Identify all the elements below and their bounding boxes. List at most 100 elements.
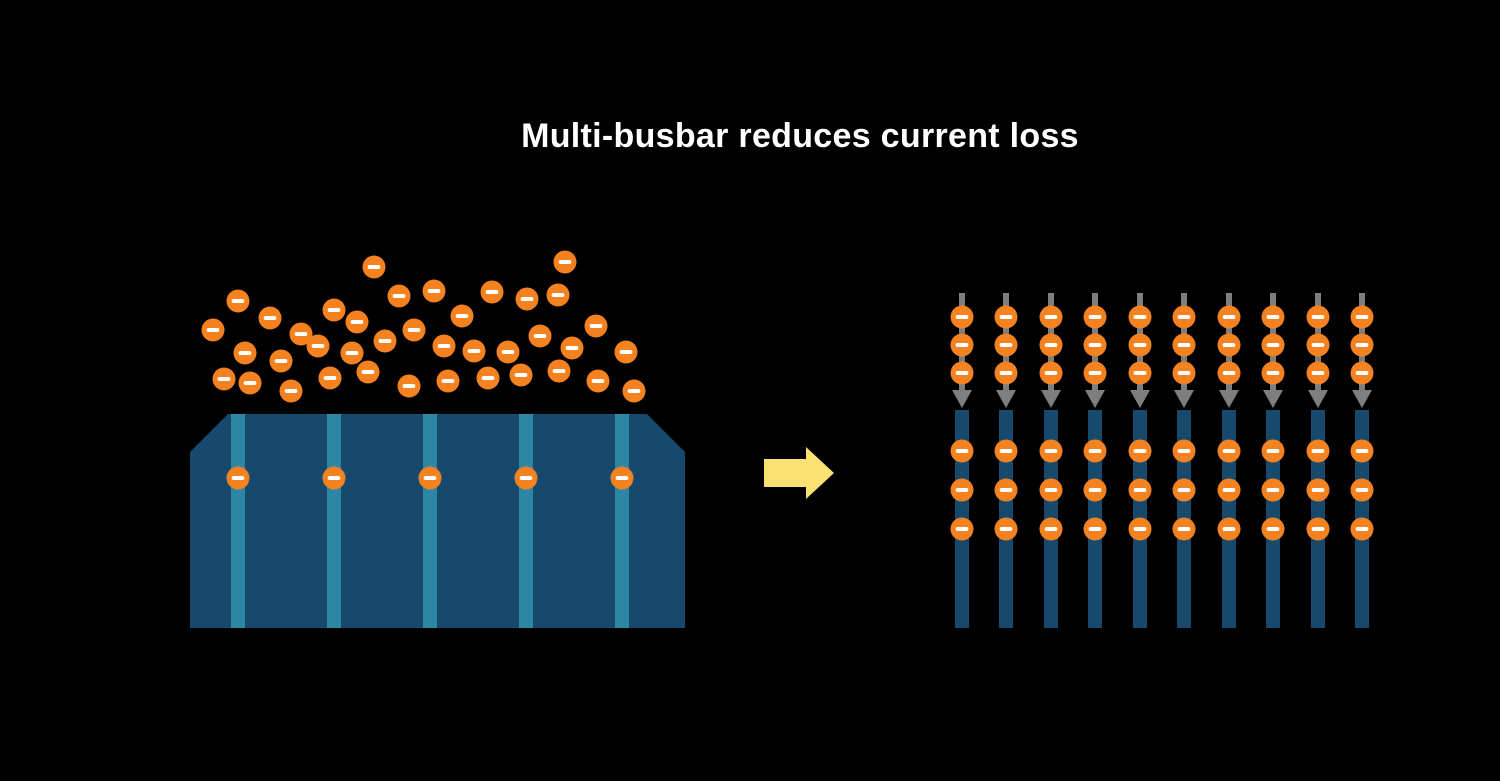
electron-icon: [436, 369, 460, 393]
electron-icon: [1039, 478, 1063, 502]
electron-icon: [1350, 439, 1374, 463]
electron-icon: [1350, 305, 1374, 329]
electron-icon: [212, 367, 236, 391]
electron-icon: [1083, 361, 1107, 385]
standard-cell-group: [190, 250, 685, 628]
electron-icon: [1261, 305, 1285, 329]
electron-icon: [1350, 517, 1374, 541]
electron-icon: [1172, 478, 1196, 502]
electron-icon: [306, 334, 330, 358]
electron-icon: [1083, 478, 1107, 502]
electron-icon: [1261, 478, 1285, 502]
electron-icon: [387, 284, 411, 308]
electron-icon: [1083, 439, 1107, 463]
electron-icon: [269, 349, 293, 373]
electron-icon: [1306, 517, 1330, 541]
electron-icon: [1128, 361, 1152, 385]
electron-icon: [418, 466, 442, 490]
electron-icon: [1039, 439, 1063, 463]
busbar-stripe: [423, 414, 437, 628]
electron-icon: [1083, 305, 1107, 329]
electron-icon: [1261, 439, 1285, 463]
electron-icon: [1306, 305, 1330, 329]
electron-icon: [1039, 305, 1063, 329]
busbar-stripe: [519, 414, 533, 628]
electron-icon: [480, 280, 504, 304]
electron-icon: [356, 360, 380, 384]
electron-icon: [1172, 517, 1196, 541]
electron-icon: [553, 250, 577, 274]
page-title: Multi-busbar reduces current loss: [521, 117, 1079, 155]
electron-icon: [496, 340, 520, 364]
electron-icon: [318, 366, 342, 390]
electron-icon: [1261, 517, 1285, 541]
electron-icon: [560, 336, 584, 360]
electron-icon: [546, 283, 570, 307]
busbar-stripe: [615, 414, 629, 628]
electron-icon: [1083, 333, 1107, 357]
electron-icon: [201, 318, 225, 342]
electron-icon: [994, 333, 1018, 357]
electron-icon: [1306, 478, 1330, 502]
electron-icon: [402, 318, 426, 342]
busbar-stripe: [231, 414, 245, 628]
electron-icon: [1039, 361, 1063, 385]
electron-icon: [1217, 439, 1241, 463]
electron-icon: [450, 304, 474, 328]
electron-icon: [1261, 361, 1285, 385]
electron-icon: [950, 478, 974, 502]
electron-icon: [462, 339, 486, 363]
electron-icon: [584, 314, 608, 338]
electron-icon: [614, 340, 638, 364]
electron-icon: [373, 329, 397, 353]
electron-icon: [1217, 361, 1241, 385]
electron-icon: [422, 279, 446, 303]
electron-icon: [547, 359, 571, 383]
electron-icon: [226, 289, 250, 313]
electron-icon: [528, 324, 552, 348]
electron-icon: [1039, 333, 1063, 357]
electron-icon: [1350, 361, 1374, 385]
electron-icon: [1128, 517, 1152, 541]
electron-icon: [1172, 333, 1196, 357]
electron-icon: [509, 363, 533, 387]
electron-icon: [1217, 517, 1241, 541]
electron-icon: [1261, 333, 1285, 357]
electron-icon: [362, 255, 386, 279]
electron-icon: [1217, 305, 1241, 329]
electron-icon: [1172, 439, 1196, 463]
electron-icon: [994, 305, 1018, 329]
right-arrow-icon: [764, 447, 834, 499]
electron-icon: [1172, 305, 1196, 329]
electron-icon: [950, 305, 974, 329]
electron-icon: [1306, 333, 1330, 357]
electron-icon: [1128, 333, 1152, 357]
electron-icon: [289, 322, 313, 346]
electron-icon: [432, 334, 456, 358]
electron-icon: [397, 374, 421, 398]
electron-icon: [950, 517, 974, 541]
electron-icon: [1039, 517, 1063, 541]
electron-icon: [586, 369, 610, 393]
electron-icon: [345, 310, 369, 334]
electron-icon: [994, 517, 1018, 541]
electron-icon: [950, 333, 974, 357]
electron-icon: [622, 379, 646, 403]
electron-icon: [279, 379, 303, 403]
multi-busbar-group: [950, 293, 1374, 628]
electron-icon: [950, 439, 974, 463]
electron-icon: [994, 439, 1018, 463]
cell-body: [190, 414, 685, 628]
electron-icon: [340, 341, 364, 365]
electron-icon: [1083, 517, 1107, 541]
electron-icon: [1350, 478, 1374, 502]
electron-icon: [1128, 305, 1152, 329]
electron-icon: [514, 466, 538, 490]
electron-icon: [1350, 333, 1374, 357]
electron-icon: [515, 287, 539, 311]
electron-icon: [238, 371, 262, 395]
electron-icon: [994, 361, 1018, 385]
electron-icon: [1128, 439, 1152, 463]
electron-icon: [322, 466, 346, 490]
